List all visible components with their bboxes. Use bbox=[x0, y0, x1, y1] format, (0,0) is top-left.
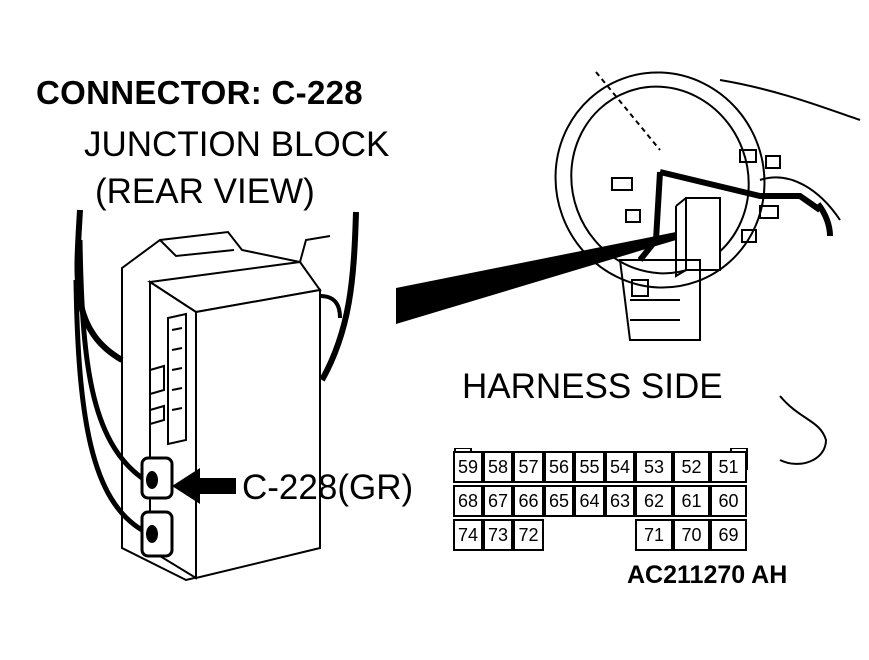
pin-cell: 57 bbox=[513, 451, 544, 483]
pin-cell: 54 bbox=[605, 451, 635, 483]
pin-cell: 72 bbox=[513, 519, 544, 551]
pin-cell: 71 bbox=[635, 519, 673, 551]
pin-cell: 65 bbox=[544, 485, 574, 517]
pin-cell: 64 bbox=[574, 485, 605, 517]
pin-cell: 73 bbox=[483, 519, 513, 551]
view-label: (REAR VIEW) bbox=[95, 172, 315, 211]
component-name: JUNCTION BLOCK bbox=[84, 125, 390, 164]
pin-cell: 66 bbox=[513, 485, 544, 517]
connector-callout: C-228(GR) bbox=[242, 468, 414, 507]
pin-cell: 67 bbox=[483, 485, 513, 517]
pin-cell: 55 bbox=[574, 451, 605, 483]
pin-cell: 51 bbox=[710, 451, 747, 483]
pin-cell: 60 bbox=[710, 485, 747, 517]
connector-title: CONNECTOR: C-228 bbox=[36, 74, 363, 111]
harness-side-label: HARNESS SIDE bbox=[462, 367, 723, 406]
pin-cell: 61 bbox=[673, 485, 710, 517]
pin-cell: 63 bbox=[605, 485, 635, 517]
junction-block-drawing bbox=[121, 230, 331, 582]
pointer-arrow bbox=[172, 468, 236, 504]
pin-cell: 53 bbox=[635, 451, 673, 483]
pin-cell: 52 bbox=[673, 451, 710, 483]
pin-cell: 74 bbox=[453, 519, 483, 551]
pin-cell: 70 bbox=[673, 519, 710, 551]
pin-cell: 68 bbox=[453, 485, 483, 517]
pin-cell: 62 bbox=[635, 485, 673, 517]
pin-cell: 69 bbox=[710, 519, 747, 551]
pin-cell: 58 bbox=[483, 451, 513, 483]
steering-column-drawing bbox=[554, 71, 861, 465]
pin-cell: 59 bbox=[453, 451, 483, 483]
pin-cell: 56 bbox=[544, 451, 574, 483]
figure-code: AC211270 AH bbox=[627, 561, 788, 589]
